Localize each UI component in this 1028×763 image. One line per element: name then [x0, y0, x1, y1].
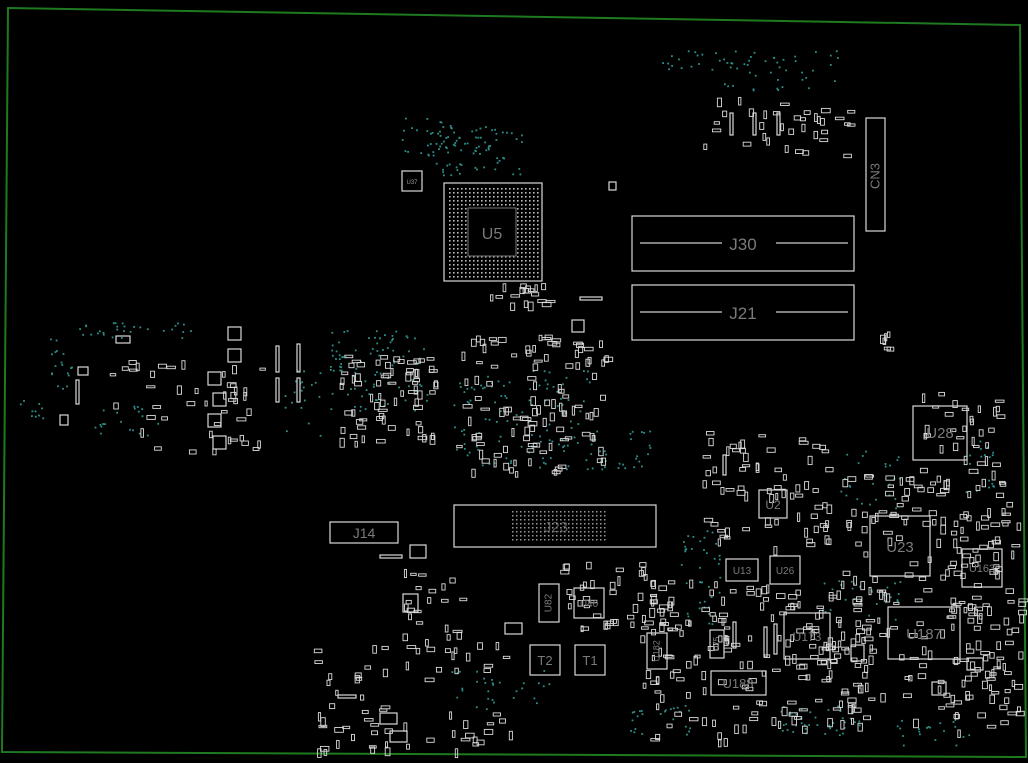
- label-u163: U163: [969, 563, 995, 575]
- chip-u163[interactable]: U163: [961, 548, 1003, 588]
- label-u173: U173: [793, 630, 822, 644]
- board-outline: [0, 6, 1028, 759]
- label-u23: U23: [886, 539, 914, 556]
- transformer-t1[interactable]: T1: [574, 644, 606, 676]
- label-j21: J21: [729, 304, 756, 323]
- label-u82: U82: [544, 593, 555, 612]
- label-j14: J14: [353, 525, 376, 541]
- chip-u173[interactable]: U173: [783, 612, 831, 660]
- chip-u23[interactable]: U23: [869, 515, 931, 577]
- label-u5: U5: [482, 226, 503, 243]
- label-u13: U13: [733, 566, 752, 577]
- chip-u13[interactable]: U13: [725, 558, 759, 582]
- label-u182: U182: [651, 640, 661, 662]
- label-u26: U26: [776, 566, 795, 577]
- label-cn3: CN3: [867, 163, 882, 189]
- chip-u188[interactable]: U188: [710, 670, 767, 696]
- connector-j14[interactable]: J14: [329, 521, 399, 544]
- label-u187: U187: [906, 626, 942, 643]
- via-clusters: [19, 50, 995, 747]
- label-u2: U2: [765, 498, 781, 512]
- chip-u182[interactable]: U182: [646, 632, 668, 670]
- chip-u28[interactable]: U28: [912, 405, 968, 461]
- label-t2: T2: [537, 653, 552, 668]
- connector-j30[interactable]: J30: [631, 215, 855, 272]
- label-u28: U28: [926, 425, 954, 442]
- label-u40: U40: [580, 599, 599, 610]
- label-j30: J30: [729, 235, 756, 254]
- chip-u5[interactable]: U5: [443, 182, 543, 282]
- connector-cn3[interactable]: CN3: [865, 117, 886, 232]
- label-t1: T1: [582, 653, 597, 668]
- connector-j23[interactable]: J23: [453, 504, 657, 548]
- label-u75: U75: [712, 636, 721, 651]
- label-u188: U188: [722, 676, 753, 691]
- chip-u2[interactable]: U2: [758, 489, 788, 519]
- transformer-t2[interactable]: T2: [529, 644, 561, 676]
- left-power-parts: [59, 112, 984, 743]
- connector-j21[interactable]: J21: [631, 284, 855, 341]
- chip-u40[interactable]: U40: [573, 587, 605, 619]
- chip-u82[interactable]: U82: [538, 583, 560, 623]
- chip-u26[interactable]: U26: [769, 555, 801, 585]
- chip-u37[interactable]: U37: [401, 170, 423, 192]
- chip-u187[interactable]: U187: [887, 606, 961, 660]
- label-u37: U37: [406, 180, 418, 186]
- label-j23: J23: [544, 519, 568, 536]
- chip-u75[interactable]: U75: [709, 629, 725, 659]
